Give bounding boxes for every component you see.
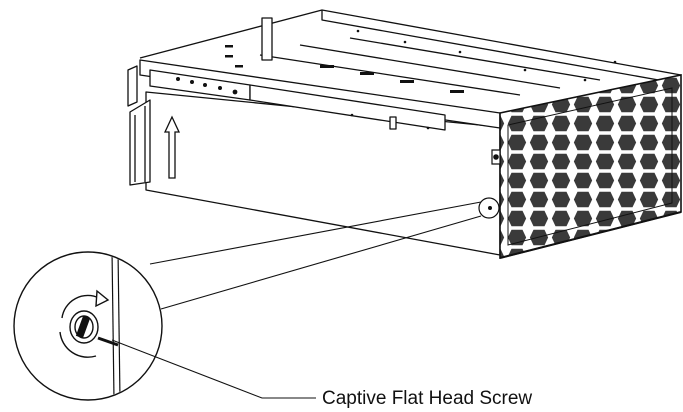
chassis-body xyxy=(128,10,681,255)
rail-holes xyxy=(176,29,617,210)
screw-target-marker xyxy=(479,198,499,218)
callout-leader xyxy=(112,340,316,398)
zoom-leader-lines xyxy=(150,202,481,309)
arrow-up-icon xyxy=(165,117,179,178)
left-handle-bracket xyxy=(128,66,137,106)
chassis-latch xyxy=(390,117,396,129)
interior-bay-edge xyxy=(260,55,520,95)
captive-screw xyxy=(70,311,118,345)
chassis-back-rail xyxy=(140,10,681,75)
front-bezel xyxy=(500,75,681,258)
interior-divider xyxy=(262,18,272,60)
chassis-far-wall xyxy=(322,10,681,84)
left-fan xyxy=(130,100,150,185)
magnified-detail xyxy=(14,250,162,400)
rotate-icon xyxy=(60,291,108,357)
callout-label-captive-screw: Captive Flat Head Screw xyxy=(322,388,533,409)
right-handle-bracket xyxy=(492,150,500,164)
bay-slots xyxy=(225,45,464,93)
